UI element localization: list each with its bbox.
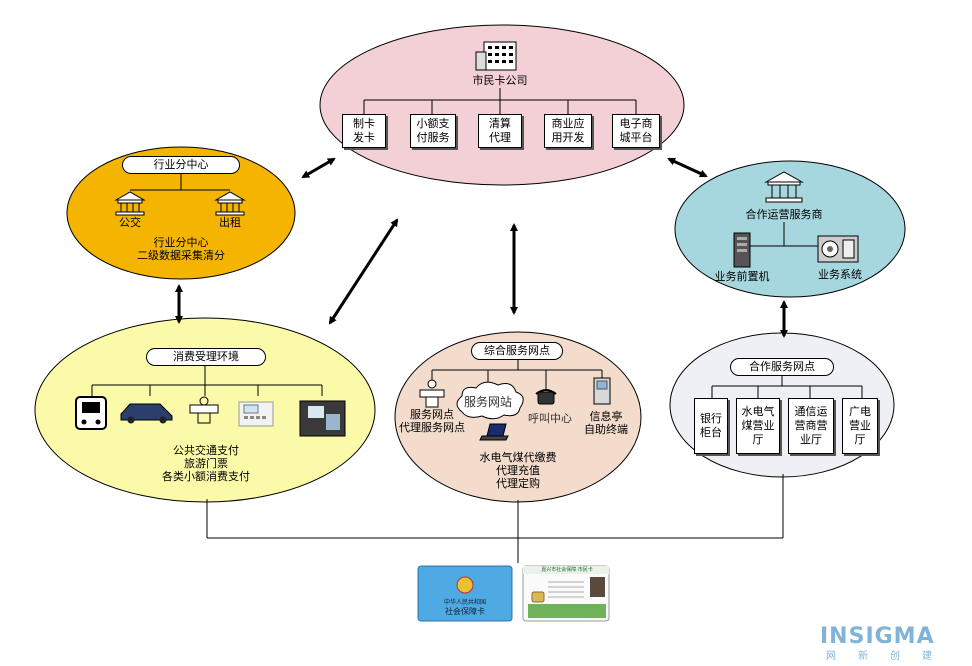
social-security-card [417,565,513,622]
industry-tree-lines [130,174,230,191]
laptop-icon [479,423,509,441]
center-unit-micro-payment: 小额支 付服务 [410,114,456,148]
arrow-center-partner-ops [667,157,708,178]
person-terminal-icon [189,396,219,424]
partner-ops-title: 合作运营服务商 [745,208,823,221]
arrow-industry-center [301,157,336,179]
logo-subtitle: 网新创建 [826,651,954,662]
partner-ops-tree-lines [748,222,828,247]
server-icon [733,232,751,268]
partner-ops-system-label: 业务系统 [818,268,862,281]
industry-ellipse [66,146,296,280]
partner-point-broadcast: 广电 营业 厅 [842,398,878,454]
center-unit-commercial-dev: 商业应 用开发 [544,114,592,148]
service-point-icon [419,379,445,408]
kiosk-icon [593,377,611,405]
partner-ops-ellipse [674,160,906,298]
center-tree-lines [363,88,637,114]
consumer-pill: 消费受理环境 [146,348,266,366]
partner-ops-front-server-label: 业务前置机 [714,270,770,283]
logo-wordmark: INSIGMA [820,624,935,649]
industry-pill: 行业分中心 [122,156,240,174]
center-title: 市民卡公司 [472,74,528,87]
social-card-line2: 社会保障卡 [445,607,485,616]
bank-icon-partner [764,171,804,203]
bus-icon [75,396,107,430]
social-card-line1: 中华人民共和国 [443,599,486,606]
pos-terminal-icon [299,400,346,437]
insigma-logo: INSIGMA 网新创建 [820,624,960,662]
center-unit-clearing: 清算 代理 [478,114,522,148]
bank-icon-taxi [214,191,246,216]
arrow-center-consumer [328,218,399,325]
citizen-card [522,565,610,622]
car-icon [120,403,173,424]
bank-icon-bus [114,191,146,216]
cloud-icon [456,381,524,420]
partner-point-utility: 水电气 煤营业 厅 [736,398,780,454]
service-kiosk-label: 信息亭 自助终端 [584,410,628,436]
industry-description: 行业分中心 二级数据采集清分 [137,236,225,262]
industry-bus-label: 公交 [119,216,141,229]
service-pill: 综合服务网点 [471,342,563,360]
system-icon [817,235,859,263]
citizen-card-header: 嘉兴市社会保障·市民卡 [541,567,593,573]
cash-register-icon [238,401,274,427]
partner-point-telecom: 通信运 营商营 业厅 [788,398,834,454]
partner-point-bank: 银行 柜台 [694,398,728,454]
phone-icon [535,389,557,405]
service-cloud-label: 服务网站 [463,395,512,409]
partner-points-tree-lines [711,375,863,398]
service-call-center-label: 呼叫中心 [528,412,572,425]
service-description: 水电气煤代缴费 代理充值 代理定购 [479,451,557,490]
consumer-tree-lines [91,366,323,396]
building-icon [475,41,517,71]
industry-taxi-label: 出租 [219,216,241,229]
center-unit-ecommerce: 电子商 城平台 [612,114,660,148]
card-connector-lines [206,474,784,563]
service-point-label: 服务网点 代理服务网点 [399,408,465,434]
consumer-description: 公共交通支付 旅游门票 各类小额消费支付 [162,444,250,483]
partner-points-pill: 合作服务网点 [730,358,834,376]
center-unit-card-issue: 制卡 发卡 [342,114,386,148]
service-tree-lines [431,360,603,390]
